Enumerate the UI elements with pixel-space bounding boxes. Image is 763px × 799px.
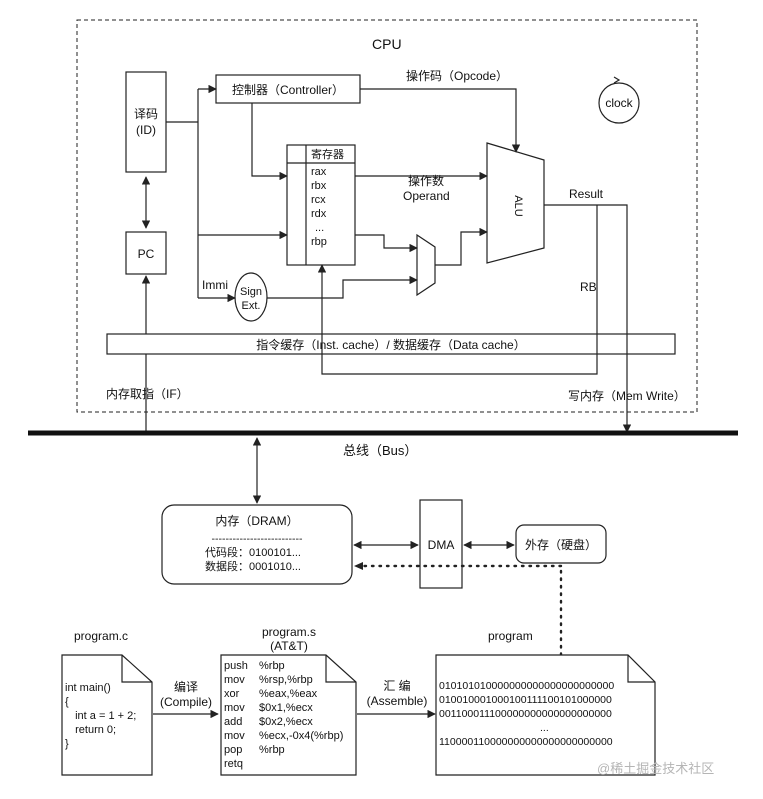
binary-line-2: 010010001000100111100101000000	[439, 694, 612, 706]
storage-label: 外存（硬盘）	[525, 537, 597, 552]
register-rdx: rdx	[311, 208, 327, 220]
pc-label: PC	[138, 247, 155, 261]
asm-mnemonic: mov	[224, 702, 245, 714]
source-file-doc	[61, 654, 153, 776]
binary-line-1: 010101010000000000000000000000	[439, 680, 614, 692]
asm-file-doc	[220, 654, 357, 776]
assemble-label-cn: 汇 编	[383, 678, 410, 693]
asm-operand: %ecx,-0x4(%rbp)	[259, 730, 343, 742]
dram-box	[161, 504, 353, 585]
asm-operand: %rsp,%rbp	[259, 674, 313, 686]
asm-file-subtitle: (AT&T)	[270, 639, 308, 653]
asm-lines: push %rbp mov %rsp,%rbp xor %eax,%eax mov $0x1,…	[224, 660, 343, 770]
asm-mnemonic: retq	[224, 758, 243, 770]
alu-shape	[486, 142, 545, 264]
binary-file-doc	[435, 654, 656, 776]
cpu-title: CPU	[372, 36, 402, 52]
binary-line-4: ...	[540, 722, 549, 734]
asm-operand: %rbp	[259, 744, 285, 756]
asm-mnemonic: xor	[224, 688, 240, 700]
controller-label: 控制器（Controller）	[232, 83, 344, 97]
alu-label: ALU	[512, 195, 524, 216]
cache-bar	[106, 333, 676, 355]
binary-line-5: 110000110000000000000000000000	[439, 736, 613, 748]
asm-file-title: program.s	[262, 625, 316, 639]
register-rbp: rbp	[311, 236, 327, 248]
bus-label: 总线（Bus）	[343, 443, 417, 458]
decoder-label-cn: 译码	[134, 107, 158, 121]
clock-icon	[598, 82, 640, 124]
opcode-label: 操作码（Opcode）	[406, 68, 508, 83]
source-file-title: program.c	[74, 629, 128, 643]
asm-operand: %rbp	[259, 660, 285, 672]
mux-shape	[416, 233, 436, 297]
register-ellipsis: ...	[315, 222, 324, 234]
decoder-box	[125, 71, 167, 173]
binary-line-3: 001100011100000000000000000000	[439, 708, 612, 720]
source-line-1: int main()	[65, 682, 111, 694]
dram-code-segment: 代码段：0100101...	[205, 545, 301, 559]
compile-label-en: (Compile)	[160, 695, 212, 709]
binary-file-title: program	[488, 629, 533, 643]
asm-mnemonic: mov	[224, 674, 245, 686]
source-line-2: {	[65, 696, 69, 708]
rb-label: RB	[580, 280, 597, 294]
decoder-label-en: (ID)	[136, 123, 156, 137]
compile-label-cn: 编译	[174, 679, 198, 694]
operand-label-cn: 操作数	[408, 173, 444, 188]
asm-mnemonic: pop	[224, 744, 242, 756]
result-label: Result	[569, 187, 604, 201]
immi-label: Immi	[202, 278, 228, 292]
load-path-arrowhead	[354, 562, 363, 570]
asm-mnemonic: push	[224, 660, 248, 672]
cpu-wiring	[141, 84, 632, 433]
asm-mnemonic: mov	[224, 730, 245, 742]
cache-label: 指令缓存（Inst. cache）/ 数据缓存（Data cache）	[256, 337, 525, 352]
asm-mnemonic: add	[224, 716, 242, 728]
clock-label: clock	[605, 96, 633, 110]
clock-arrow-icon	[613, 76, 621, 84]
register-file-header: 寄存器	[311, 147, 344, 161]
dram-title: 内存（DRAM）	[215, 514, 298, 528]
register-rax: rax	[311, 166, 327, 178]
sign-ext-label-1: Sign	[240, 286, 262, 298]
source-line-4: return 0;	[69, 724, 116, 736]
dram-data-segment: 数据段：0001010...	[205, 559, 301, 573]
dma-box	[419, 499, 463, 589]
storage-box	[515, 524, 607, 564]
dram-separator: --------------------------	[212, 533, 303, 545]
watermark: @稀土掘金技术社区	[597, 761, 714, 776]
asm-operand: $0x1,%ecx	[259, 702, 313, 714]
asm-operand: $0x2,%ecx	[259, 716, 313, 728]
asm-operand: %eax,%eax	[259, 688, 318, 700]
source-line-5: }	[65, 738, 69, 750]
sign-ext-label-2: Ext.	[242, 300, 261, 312]
operand-label-en: Operand	[403, 189, 450, 203]
assemble-label-en: (Assemble)	[367, 694, 428, 708]
register-rbx: rbx	[311, 180, 327, 192]
pc-box	[125, 231, 167, 275]
register-rcx: rcx	[311, 194, 326, 206]
source-line-3: int a = 1 + 2;	[69, 710, 136, 722]
dma-label: DMA	[428, 538, 455, 552]
fetch-label: 内存取指（IF）	[106, 386, 189, 401]
cpu-boundary	[76, 19, 698, 413]
